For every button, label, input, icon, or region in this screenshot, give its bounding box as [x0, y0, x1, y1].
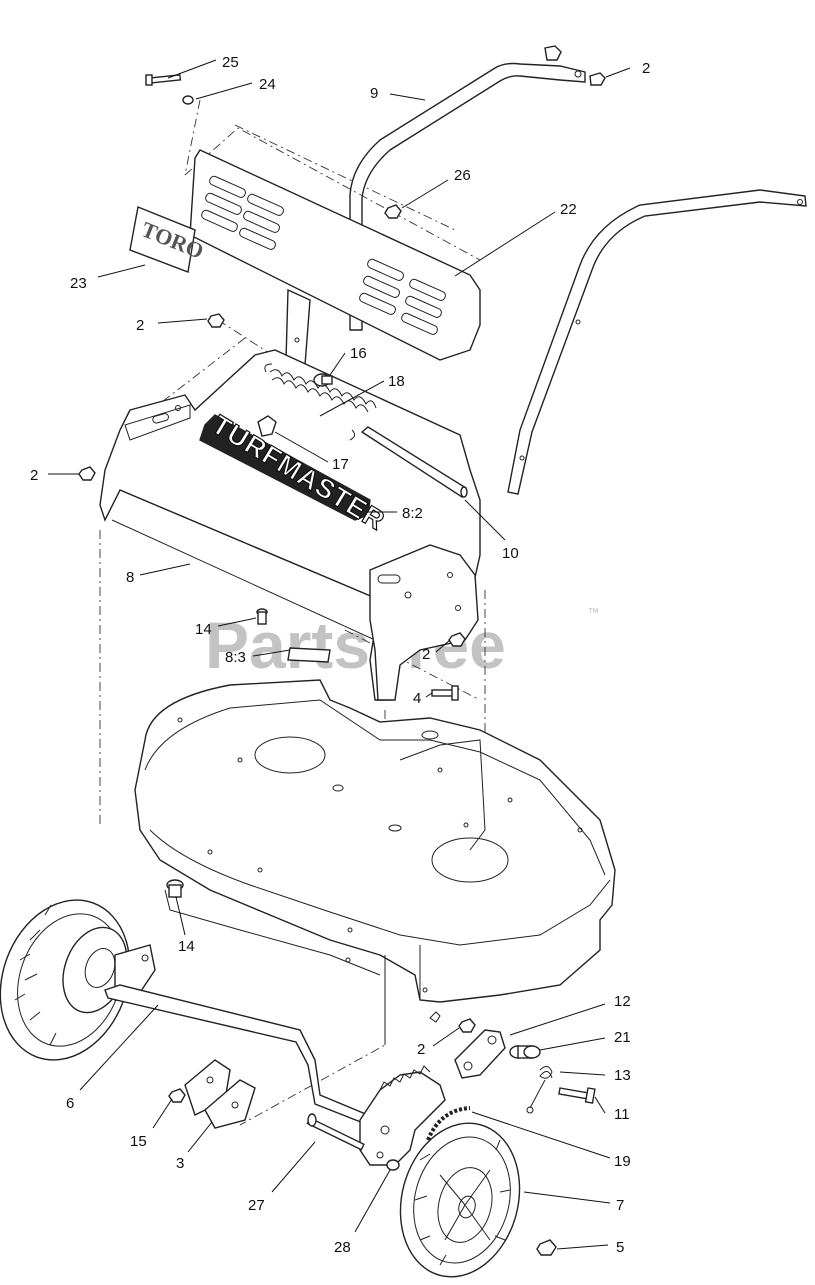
callout-16: 16	[350, 345, 367, 362]
watermark-trademark: ™	[588, 607, 599, 619]
right-wheel	[399, 1122, 521, 1278]
rod-10	[360, 426, 468, 499]
callout-3: 3	[176, 1155, 184, 1172]
callout-25: 25	[222, 54, 239, 71]
nut-26	[384, 204, 402, 219]
spring-13	[526, 1066, 553, 1114]
callout-labels: 25 24 9 2 26 22 23 2 16 18 2 17 8:2 10 8…	[30, 54, 650, 1256]
callout-21: 21	[614, 1029, 631, 1046]
callout-6: 6	[66, 1095, 74, 1112]
left-wheel	[0, 899, 131, 1061]
bracket-3	[184, 1059, 256, 1129]
callout-15: 15	[130, 1133, 147, 1150]
nut-2-upper-left	[207, 313, 225, 328]
callout-23: 23	[70, 275, 87, 292]
nut-15	[168, 1088, 186, 1103]
bolt-14-upper	[256, 608, 268, 625]
callout-13: 13	[614, 1067, 631, 1084]
clip-17	[257, 415, 277, 437]
callout-9: 9	[370, 85, 378, 102]
callout-7: 7	[616, 1197, 624, 1214]
callout-5: 5	[616, 1239, 624, 1256]
decal-8-3	[287, 647, 331, 663]
callout-2-upper-left: 2	[136, 317, 144, 334]
bolt-25	[145, 74, 182, 86]
nut-2-lower	[458, 1018, 476, 1033]
callout-2-lower: 2	[417, 1041, 425, 1058]
bolt-4	[431, 685, 459, 701]
washer-24	[182, 95, 194, 105]
clip-small	[429, 1011, 441, 1023]
bolt-14-lower	[166, 879, 184, 898]
height-adjuster-plate	[359, 1065, 446, 1166]
callout-18: 18	[388, 373, 405, 390]
callout-24: 24	[259, 76, 276, 93]
callout-8-3: 8:3	[225, 649, 246, 666]
spacer-21	[509, 1045, 541, 1059]
nut-2-mid	[448, 632, 466, 647]
lower-handle-bar	[507, 189, 807, 495]
nut-5	[536, 1239, 557, 1256]
callout-28: 28	[334, 1239, 351, 1256]
callout-22: 22	[560, 201, 577, 218]
callout-11: 11	[614, 1106, 630, 1123]
callout-2-left: 2	[30, 467, 38, 484]
mower-deck	[134, 679, 616, 1045]
washer-28	[386, 1159, 400, 1171]
callout-8-2: 8:2	[402, 505, 423, 522]
upper-handle	[349, 45, 606, 331]
grille-plate	[184, 127, 481, 366]
leader-lines	[48, 59, 631, 1250]
callout-14-upper: 14	[195, 621, 212, 638]
callout-17: 17	[332, 456, 349, 473]
callout-14-lower: 14	[178, 938, 195, 955]
callout-4: 4	[413, 690, 421, 707]
callout-8: 8	[126, 569, 134, 586]
callout-10: 10	[502, 545, 519, 562]
callout-27: 27	[248, 1197, 265, 1214]
callout-12: 12	[614, 993, 631, 1010]
callout-19: 19	[614, 1153, 631, 1170]
callout-26: 26	[454, 167, 471, 184]
bolt-27	[306, 1113, 365, 1151]
bolt-11	[558, 1087, 596, 1104]
pin-16	[313, 373, 333, 387]
callout-2-top: 2	[642, 60, 650, 77]
nut-2-left	[78, 466, 96, 481]
link-12	[454, 1029, 506, 1079]
callout-2-mid: 2	[422, 646, 430, 663]
ring-19	[426, 1106, 471, 1141]
